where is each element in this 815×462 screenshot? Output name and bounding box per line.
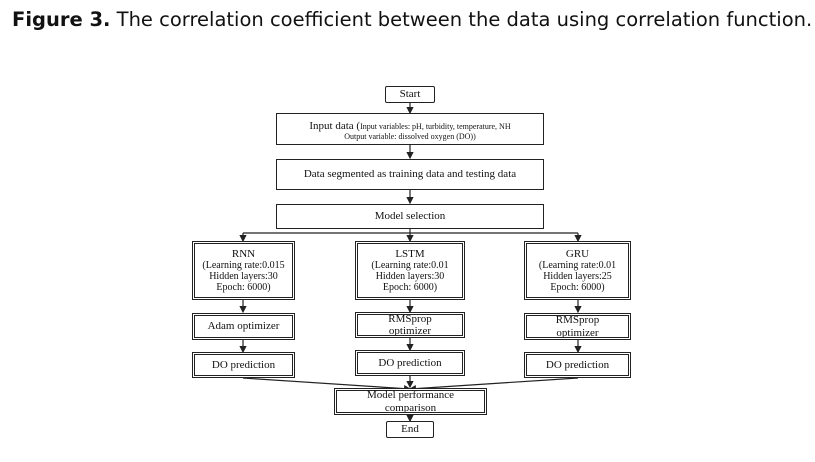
rnn-model-node: RNN (Learning rate:0.015 Hidden layers:3…	[192, 241, 295, 300]
model-selection-node: Model selection	[276, 204, 544, 229]
rnn-prediction-node: DO prediction	[192, 352, 295, 378]
model-selection-label: Model selection	[374, 210, 446, 223]
comparison-label: Model performance comparison	[366, 389, 455, 414]
figure-label: Figure 3.	[12, 8, 111, 31]
lstm-name: LSTM	[395, 247, 425, 260]
lstm-epoch: Epoch: 6000)	[382, 282, 438, 294]
rnn-epoch: Epoch: 6000)	[216, 282, 271, 294]
lstm-hidden-layers: Hidden layers:30	[375, 271, 445, 283]
rnn-hidden-layers: Hidden layers:30	[209, 271, 278, 283]
gru-epoch: Epoch: 6000)	[550, 282, 605, 294]
rnn-name: RNN	[231, 247, 256, 260]
input-variables: Input variables: pH, turbidity, temperat…	[360, 121, 511, 131]
rnn-optimizer-label: Adam optimizer	[207, 320, 280, 333]
input-line-1: Input data (Input variables: pH, turbidi…	[309, 116, 510, 134]
input-data-node: Input data (Input variables: pH, turbidi…	[276, 113, 544, 145]
data-segmentation-node: Data segmented as training data and test…	[276, 159, 544, 190]
gru-learning-rate: (Learning rate:0.01	[538, 259, 617, 271]
lstm-optimizer-label: RMSprop optimizer	[388, 312, 432, 337]
comparison-node: Model performance comparison	[334, 388, 487, 415]
input-title: Input data (	[309, 119, 361, 132]
output-variable: Output variable: dissolved oxygen (DO))	[344, 132, 476, 142]
figure-caption: Figure 3. The correlation coefficient be…	[12, 8, 812, 31]
lstm-learning-rate: (Learning rate:0.01	[371, 259, 449, 271]
gru-prediction-label: DO prediction	[545, 358, 610, 371]
lstm-model-node: LSTM (Learning rate:0.01 Hidden layers:3…	[355, 241, 465, 300]
gru-hidden-layers: Hidden layers:25	[543, 271, 612, 283]
start-label: Start	[399, 88, 421, 101]
gru-name: GRU	[565, 247, 590, 260]
lstm-optimizer-node: RMSprop optimizer	[355, 312, 465, 338]
end-label: End	[401, 423, 419, 436]
lstm-prediction-label: DO prediction	[378, 356, 442, 369]
rnn-learning-rate: (Learning rate:0.015	[202, 259, 285, 271]
gru-prediction-node: DO prediction	[524, 352, 631, 378]
gru-optimizer-node: RMSprop optimizer	[524, 313, 631, 340]
segment-label: Data segmented as training data and test…	[303, 168, 517, 181]
gru-optimizer-label: RMSprop optimizer	[555, 314, 600, 339]
start-node: Start	[385, 86, 435, 103]
gru-model-node: GRU (Learning rate:0.01 Hidden layers:25…	[524, 241, 631, 300]
rnn-optimizer-node: Adam optimizer	[192, 313, 295, 340]
end-node: End	[386, 421, 434, 438]
figure-caption-text: The correlation coefficient between the …	[110, 8, 813, 31]
lstm-prediction-node: DO prediction	[355, 350, 465, 376]
rnn-prediction-label: DO prediction	[211, 358, 276, 371]
